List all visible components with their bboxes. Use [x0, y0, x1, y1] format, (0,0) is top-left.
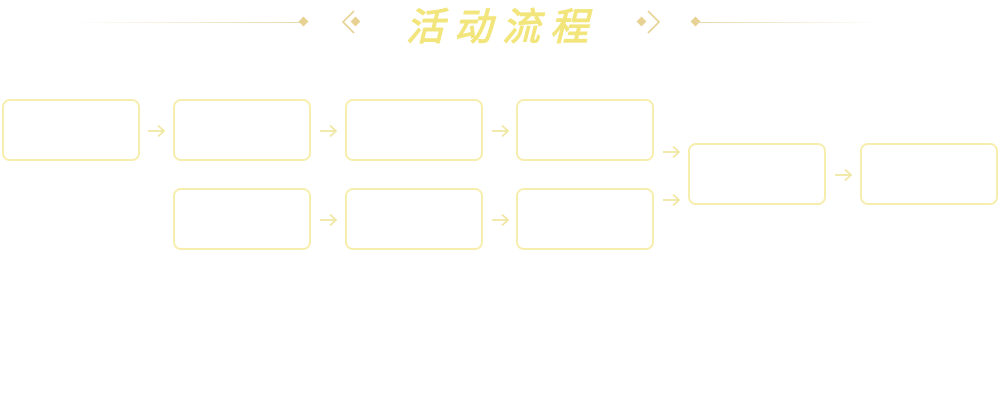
- section-title: 活动流程: [405, 4, 598, 49]
- flow-step-box-8: [688, 143, 826, 205]
- section-header: 活动流程: [0, 0, 1002, 49]
- header-decor-line-right: [696, 22, 882, 23]
- flow-step-box-7: [516, 188, 654, 250]
- flow-step-box-2: [173, 99, 311, 161]
- header-decor-chevron-right-icon: [647, 10, 661, 34]
- flow-arrow-right-icon: [492, 213, 510, 227]
- flow-step-box-9: [860, 143, 998, 205]
- header-decor-chevron-left-icon: [341, 10, 355, 34]
- flow-arrow-right-icon: [663, 145, 681, 159]
- flow-arrow-right-icon: [835, 168, 853, 182]
- flow-step-box-5: [173, 188, 311, 250]
- flow-arrow-right-icon: [320, 124, 338, 138]
- flow-arrow-right-icon: [148, 124, 166, 138]
- header-decor-line-left: [70, 22, 306, 23]
- flow-step-box-4: [516, 99, 654, 161]
- header-decor-diamond-left-outer: [298, 16, 309, 27]
- flow-step-box-3: [345, 99, 483, 161]
- flow-arrow-right-icon: [663, 193, 681, 207]
- flow-arrow-right-icon: [492, 124, 510, 138]
- flow-step-box-6: [345, 188, 483, 250]
- flow-step-box-1: [2, 99, 140, 161]
- flow-arrow-right-icon: [320, 213, 338, 227]
